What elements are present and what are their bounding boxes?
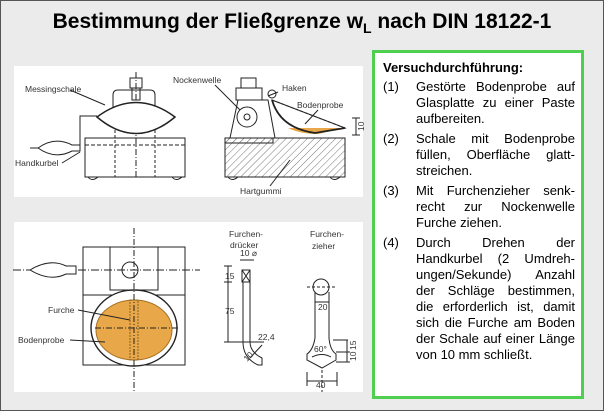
label-handkurbel: Handkurbel: [15, 158, 59, 168]
step-text: Schale mit Bodenprobe füllen, Oberfläche…: [416, 131, 575, 178]
label-dim-10: 10: [356, 121, 366, 131]
label-fz-15: 15: [348, 340, 358, 350]
label-fz-60: 60°: [314, 344, 327, 354]
label-nockenwelle: Nockenwelle: [173, 75, 221, 85]
furchenzieher-drawing: [306, 278, 350, 392]
casagrande-side-view: [30, 72, 186, 180]
slide-title: Bestimmung der Fließgrenze wL nach DIN 1…: [0, 10, 604, 36]
step-text: Mit Furchenzieher senk-recht zur Nockenw…: [416, 183, 575, 230]
furchendruecker-drawing: [224, 259, 264, 366]
label-fd-75: 75: [225, 306, 235, 316]
label-fz-20: 20: [318, 302, 328, 312]
label-hartgummi: Hartgummi: [240, 186, 282, 196]
label-fz-10: 10: [348, 351, 358, 361]
casagrande-section-view: [214, 77, 360, 187]
procedure-step: (4) Durch Drehen der Handkurbel (2 Umdreh…: [383, 235, 575, 363]
procedure-heading: Versuchdurchführung:: [383, 60, 524, 75]
step-number: (4): [383, 235, 399, 250]
label-fd-224: 22,4: [258, 332, 275, 342]
procedure-box: Versuchdurchführung: (1) Gestörte Bodenpr…: [372, 50, 584, 399]
label-fz-40: 40: [316, 380, 326, 390]
step-text: Gestörte Bodenprobe auf Glasplatte zu ei…: [416, 79, 575, 126]
procedure-step: (3) Mit Furchenzieher senk-recht zur Nock…: [383, 183, 575, 231]
step-number: (3): [383, 183, 399, 198]
procedure-step: (2) Schale mit Bodenprobe füllen, Oberflä…: [383, 131, 575, 179]
label-messingschale: Messingschale: [25, 84, 81, 94]
title-text: Bestimmung der Fließgrenze w: [52, 10, 364, 33]
label-bodenprobe-top: Bodenprobe: [297, 100, 344, 110]
procedure-step: (1) Gestörte Bodenprobe auf Glasplatte zu…: [383, 79, 575, 127]
label-furchenzieher-2: zieher: [312, 241, 335, 251]
label-furche: Furche: [48, 305, 75, 315]
casagrande-top-view: [13, 228, 200, 392]
label-haken: Haken: [282, 83, 307, 93]
figure-panel-bottom: [14, 222, 363, 392]
label-bodenprobe-bottom: Bodenprobe: [18, 335, 65, 345]
step-text: Durch Drehen der Handkurbel (2 Umdreh-un…: [416, 235, 575, 362]
label-fd-15: 15: [225, 271, 235, 281]
step-number: (2): [383, 131, 399, 146]
label-fd-diameter: 10 ⌀: [240, 248, 258, 258]
label-furchenzieher: Furchen-: [310, 229, 344, 239]
label-furchendruecker: Furchen-: [229, 229, 263, 239]
step-number: (1): [383, 79, 399, 94]
title-subscript: L: [363, 20, 372, 36]
title-text-rest: nach DIN 18122-1: [371, 10, 552, 33]
label-furchendruecker-2: drücker: [230, 240, 259, 250]
